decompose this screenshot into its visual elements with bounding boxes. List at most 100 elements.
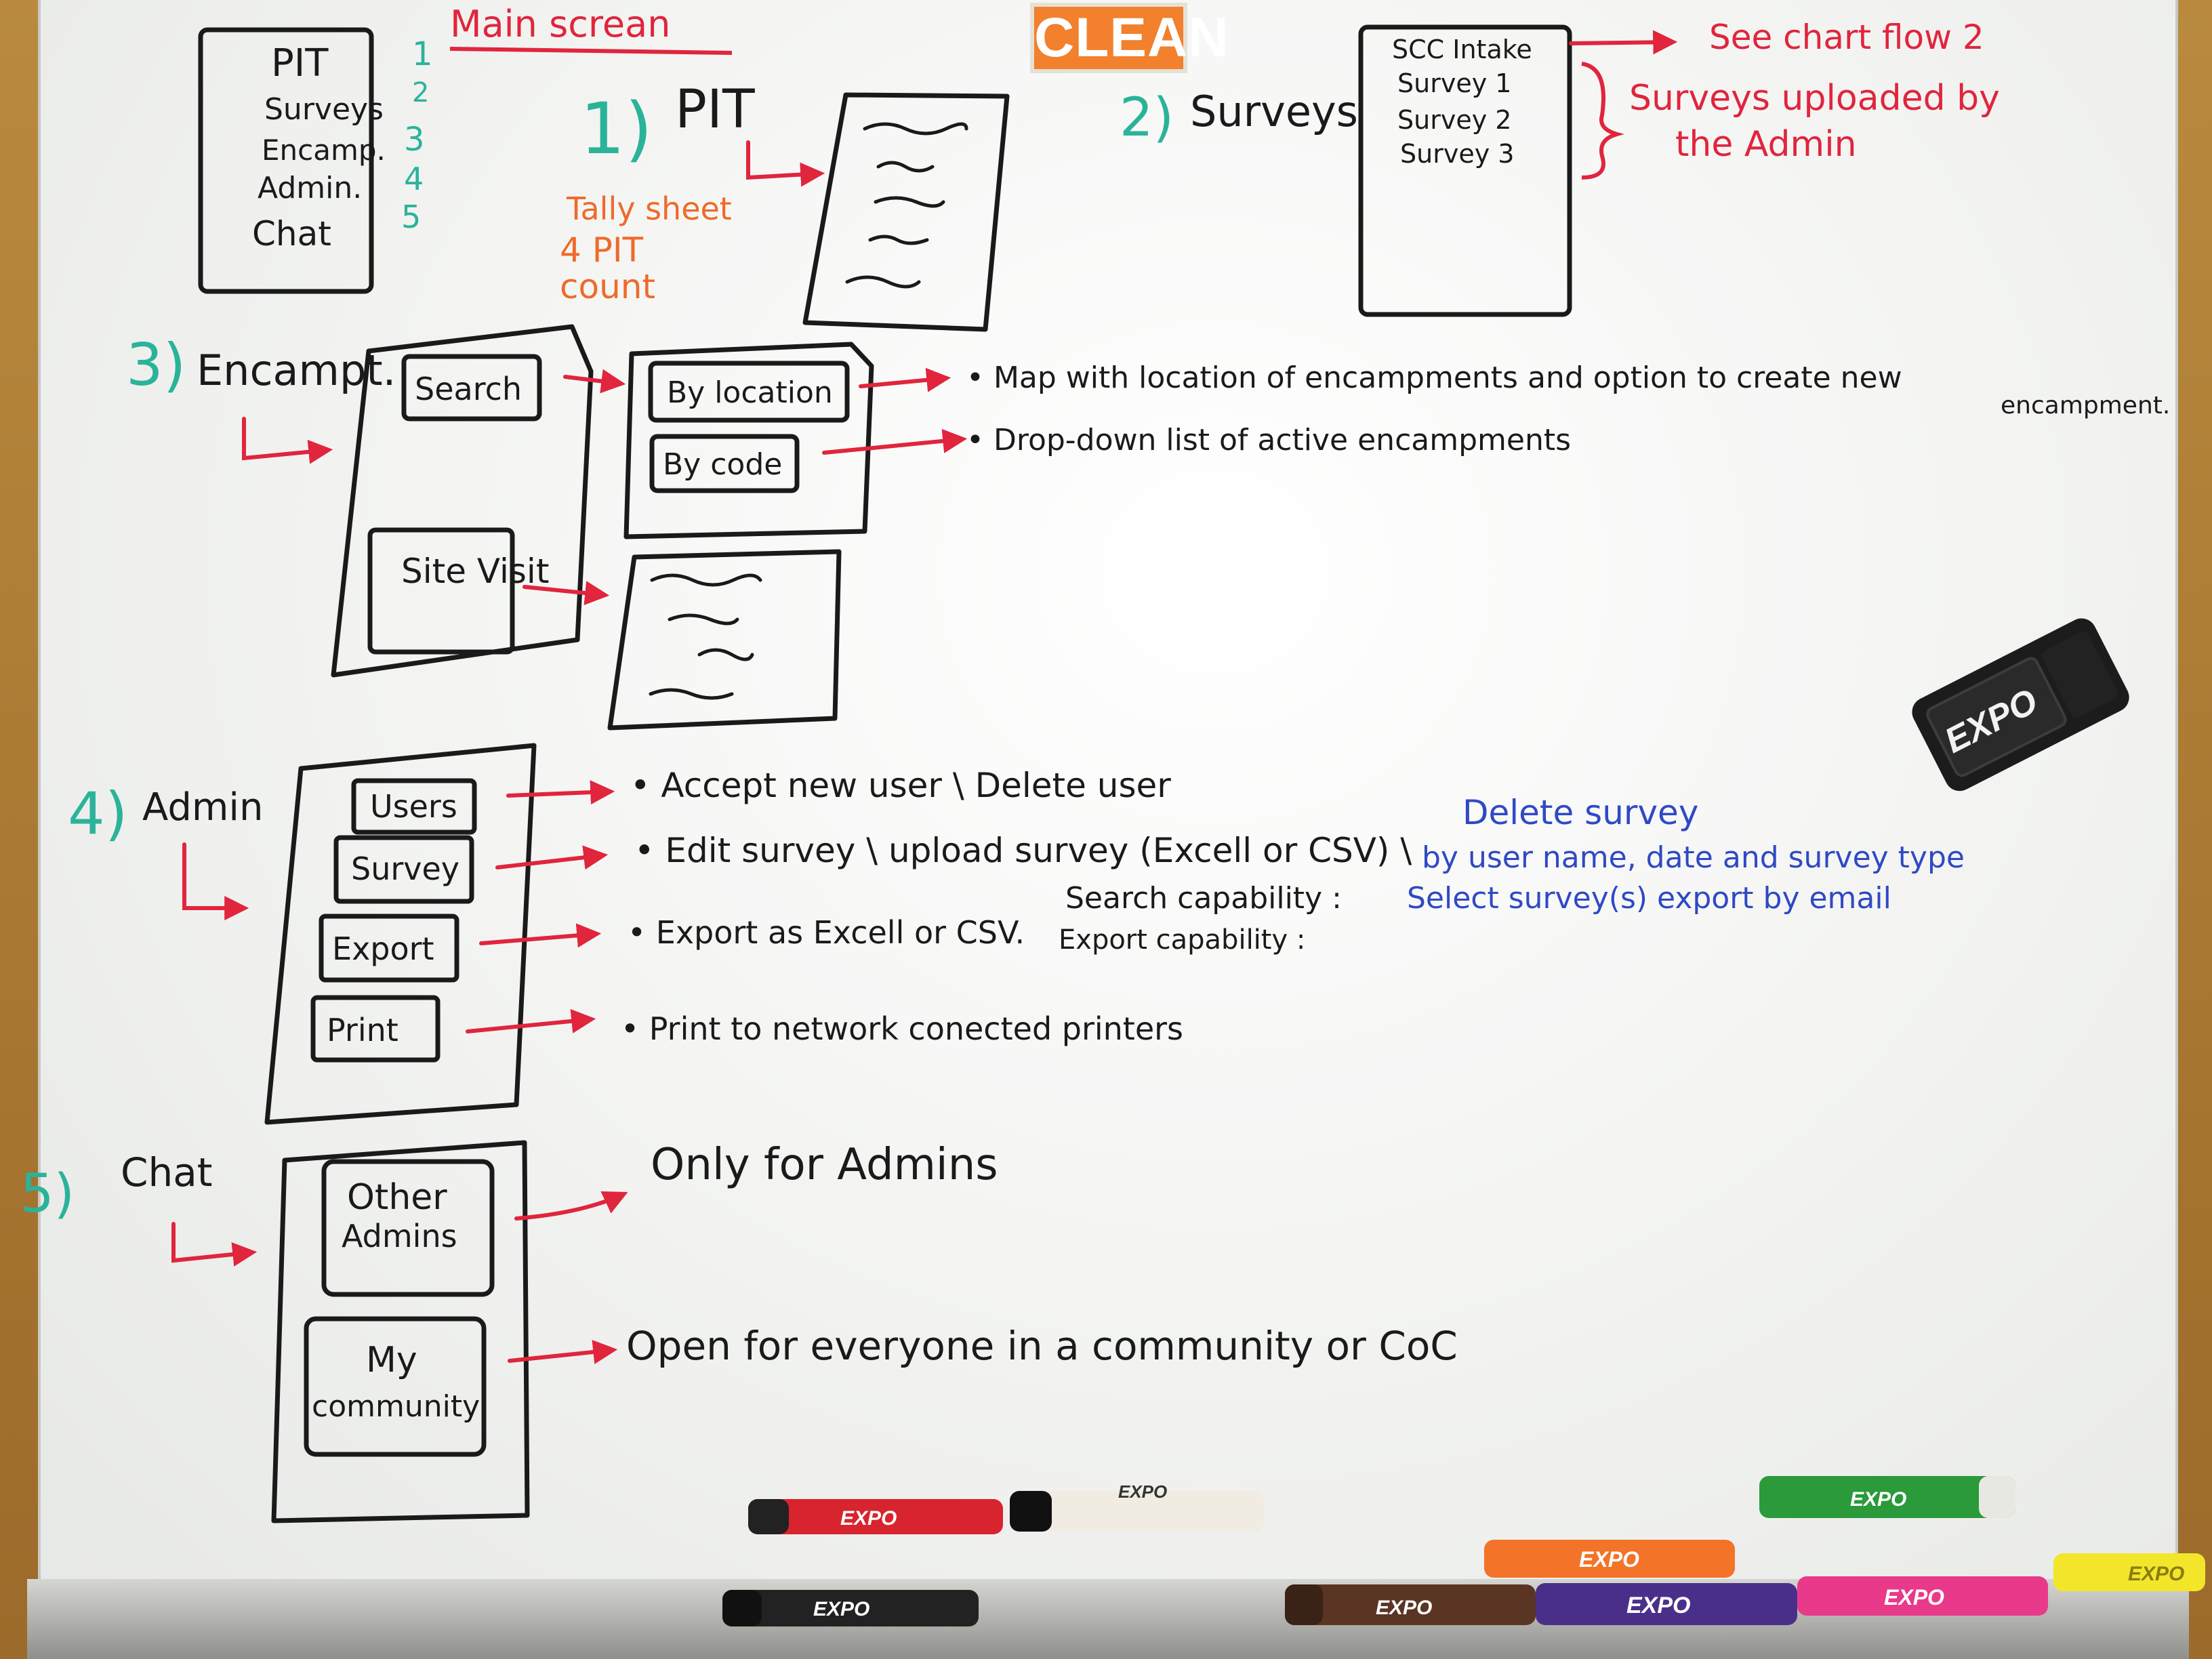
survey-list-item: SCC Intake: [1392, 35, 1532, 64]
my-community-button[interactable]: [304, 1316, 487, 1457]
svg-text:EXPO: EXPO: [2128, 1563, 2184, 1585]
svg-text:EXPO: EXPO: [1850, 1488, 1906, 1511]
survey-button[interactable]: [333, 835, 474, 904]
marker[interactable]: EXPO: [2053, 1553, 2205, 1591]
markers: EXPO EXPO EXPO EXPO EXPO EXPO EXPO: [722, 1476, 2205, 1626]
menu-number: 1: [412, 35, 433, 73]
marker[interactable]: EXPO: [1484, 1540, 1735, 1578]
marker[interactable]: EXPO: [1536, 1583, 1797, 1625]
svg-text:EXPO: EXPO: [1118, 1481, 1167, 1502]
svg-text:EXPO: EXPO: [840, 1507, 897, 1530]
location-note: • Map with location of encampments and o…: [966, 361, 1902, 395]
print-button[interactable]: [310, 995, 441, 1063]
upload-note: the Admin: [1675, 124, 1857, 165]
svg-text:EXPO: EXPO: [1579, 1547, 1639, 1572]
section-title: Admin: [142, 785, 263, 830]
pit-arrow: [746, 140, 825, 187]
flow-arrow: [1569, 30, 1678, 55]
marker[interactable]: EXPO: [722, 1590, 979, 1626]
section-title: PIT: [675, 79, 755, 140]
main-menu-item: Admin.: [258, 171, 362, 205]
main-menu-item: Surveys: [264, 92, 384, 127]
users-arrow: [506, 780, 615, 805]
survey-list-item: Survey 3: [1400, 139, 1514, 169]
survey-note: • Edit survey \ upload survey (Excell or…: [634, 831, 1412, 870]
svg-text:EXPO: EXPO: [813, 1598, 869, 1620]
marker[interactable]: EXPO: [1285, 1584, 1536, 1625]
survey-label: Survey: [351, 851, 459, 887]
section-arrow: [182, 842, 249, 920]
marker[interactable]: EXPO: [1010, 1481, 1265, 1532]
chat-screen-box: [271, 1140, 530, 1523]
users-button[interactable]: [351, 778, 477, 835]
pit-note: 4 PIT: [560, 230, 644, 270]
location-arrow: [859, 367, 951, 392]
search-capability-detail: by user name, date and survey type: [1422, 840, 1965, 875]
export-capability-label: Export capability :: [1059, 924, 1305, 956]
main-menu-box: [198, 27, 374, 294]
section-title: Chat: [121, 1149, 213, 1195]
delete-survey-note: Delete survey: [1462, 793, 1698, 832]
my-community-label: My: [366, 1340, 417, 1380]
export-arrow: [479, 923, 602, 948]
menu-number: 2: [412, 77, 429, 108]
whiteboard-surface: [38, 0, 2178, 1635]
menu-number: 5: [401, 199, 421, 235]
brace: [1581, 62, 1624, 180]
admins-only-note: Only for Admins: [651, 1140, 998, 1190]
svg-text:EXPO: EXPO: [1884, 1585, 1944, 1610]
flow-note: See chart flow 2: [1709, 18, 1984, 57]
users-note: • Accept new user \ Delete user: [630, 766, 1171, 805]
eraser: EXPO: [1912, 618, 2129, 792]
site-visit-form: [607, 549, 842, 731]
main-menu-item: Chat: [252, 214, 331, 253]
page-title: Main screan: [450, 3, 670, 45]
by-code-button[interactable]: [649, 434, 800, 493]
export-button[interactable]: [319, 914, 459, 983]
survey-list-box: [1358, 24, 1572, 317]
main-menu-item: Encamp.: [262, 134, 386, 167]
export-note: • Export as Excell or CSV.: [628, 914, 1025, 951]
print-arrow: [466, 1008, 596, 1033]
svg-text:EXPO: EXPO: [1376, 1597, 1432, 1619]
title-underline: [449, 47, 733, 55]
menu-number: 4: [404, 161, 424, 197]
marker[interactable]: EXPO: [1759, 1476, 2015, 1518]
upload-note: Surveys uploaded by: [1629, 78, 2000, 119]
export-label: Export: [332, 930, 434, 967]
site-visit-arrow: [523, 581, 610, 605]
location-note-cont: encampment.: [2001, 392, 2170, 419]
encampment-screen-box: [331, 324, 594, 678]
main-menu-item: PIT: [271, 41, 329, 85]
pit-tally-sheet: [802, 92, 1010, 332]
my-community-arrow: [508, 1340, 618, 1364]
export-capability-detail: Select survey(s) export by email: [1407, 881, 1891, 916]
survey-list-item: Survey 2: [1397, 105, 1511, 135]
code-note: • Drop-down list of active encampments: [966, 423, 1571, 457]
search-button-label: Search: [415, 371, 522, 407]
site-visit-button[interactable]: [367, 527, 515, 655]
print-label: Print: [327, 1012, 398, 1048]
search-button[interactable]: [401, 354, 542, 422]
marker[interactable]: EXPO: [1797, 1576, 2048, 1616]
by-location-button[interactable]: [648, 361, 850, 423]
code-arrow: [822, 428, 968, 455]
search-arrow: [563, 369, 626, 394]
section-number: 3): [126, 331, 186, 399]
section-number: 2): [1120, 87, 1174, 148]
section-arrow: [242, 417, 333, 464]
other-admins-label: Admins: [342, 1218, 457, 1254]
svg-text:EXPO: EXPO: [1626, 1593, 1690, 1618]
search-capability-label: Search capability :: [1065, 881, 1342, 916]
section-number: 1): [580, 87, 653, 170]
survey-arrow: [495, 845, 609, 870]
other-admins-button[interactable]: [321, 1159, 495, 1297]
section-number: 5): [20, 1164, 75, 1225]
other-admins-arrow: [514, 1191, 628, 1221]
search-options-box: [623, 342, 874, 539]
marker[interactable]: EXPO: [748, 1499, 1003, 1534]
section-title: Surveys: [1190, 87, 1358, 136]
site-visit-label: Site Visit: [401, 552, 549, 591]
